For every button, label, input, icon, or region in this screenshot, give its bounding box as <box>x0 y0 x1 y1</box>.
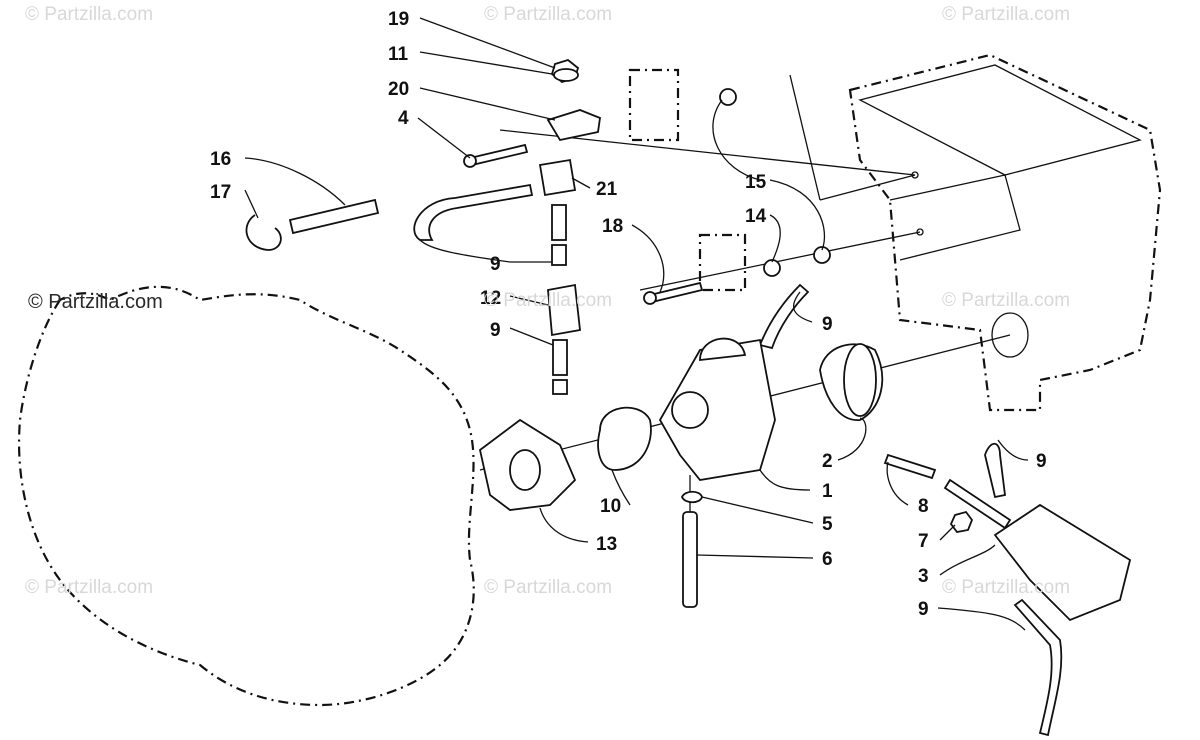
grommet-15b <box>813 246 831 264</box>
hose-9-right <box>984 442 1006 499</box>
fitting-d <box>552 379 568 395</box>
callout-8: 8 <box>918 496 929 517</box>
fitting-a <box>551 204 567 241</box>
watermark-top-left: © Partzilla.com <box>25 4 154 25</box>
callout-11: 11 <box>388 44 409 65</box>
axis-line-2 <box>639 231 921 291</box>
mount-bracket-b <box>698 233 747 292</box>
fitting-b <box>551 244 567 266</box>
washer-11 <box>553 68 579 82</box>
callout-4: 4 <box>398 108 409 129</box>
leader-lines <box>244 17 1029 631</box>
callout-17: 17 <box>210 182 231 203</box>
callout-9-a: 9 <box>490 254 501 275</box>
callout-5: 5 <box>822 514 833 535</box>
callout-18: 18 <box>602 216 623 237</box>
engine-outline <box>17 285 475 707</box>
axis-line-6 <box>819 174 916 201</box>
grommet-15a <box>719 88 737 106</box>
vent-hose-upper <box>758 283 810 350</box>
callout-1: 1 <box>822 481 833 502</box>
watermark-top-center: © Partzilla.com <box>484 4 613 25</box>
mount-bracket-a <box>628 68 680 142</box>
callout-3: 3 <box>918 566 929 587</box>
callout-9-b: 9 <box>490 320 501 341</box>
drain-tube-6 <box>682 511 698 608</box>
callout-21: 21 <box>596 179 618 200</box>
callout-10: 10 <box>600 496 621 517</box>
clamp-10 <box>597 406 652 471</box>
callout-2: 2 <box>822 451 833 472</box>
airbox <box>848 53 1162 412</box>
clip-5 <box>681 490 703 504</box>
callout-12: 12 <box>480 288 501 309</box>
spring-16 <box>288 198 380 235</box>
fuel-pump-3 <box>993 503 1132 622</box>
hose-8 <box>883 453 937 480</box>
callout-9-d: 9 <box>1036 451 1047 472</box>
nut-7 <box>949 510 974 533</box>
watermark-mid-right: © Partzilla.com <box>942 290 1071 311</box>
callout-9-c: 9 <box>822 314 833 335</box>
watermark-bottom-right: © Partzilla.com <box>942 577 1071 598</box>
callout-20: 20 <box>388 79 409 100</box>
callout-6: 6 <box>822 549 833 570</box>
clamp-20 <box>546 109 601 142</box>
hose-9-bottom <box>1013 598 1063 737</box>
axis-line-5 <box>789 74 821 201</box>
callout-numbers: 19 11 20 4 16 17 21 15 14 18 9 12 9 9 2 … <box>210 9 1047 620</box>
watermark-mid-center: © Partzilla.com <box>484 290 613 311</box>
clip-17 <box>245 214 282 251</box>
callout-19: 19 <box>388 9 409 30</box>
fitting-c <box>552 339 568 376</box>
callout-16: 16 <box>210 149 231 170</box>
watermark-top-right: © Partzilla.com <box>942 4 1071 25</box>
callout-13: 13 <box>596 534 617 555</box>
callout-14: 14 <box>745 206 767 227</box>
callout-15: 15 <box>745 172 767 193</box>
fuel-hose-upper <box>413 183 534 241</box>
watermark-bottom-left: © Partzilla.com <box>25 577 154 598</box>
spacer-14 <box>763 259 781 277</box>
callout-7: 7 <box>918 531 929 552</box>
fuel-tap-21 <box>538 158 577 197</box>
watermark-mid-left: © Partzilla.com <box>28 291 163 313</box>
bolt-4 <box>468 143 529 167</box>
watermark-bottom-center: © Partzilla.com <box>484 577 613 598</box>
fuel-filter-12 <box>547 283 581 337</box>
callout-9-e: 9 <box>918 599 929 620</box>
